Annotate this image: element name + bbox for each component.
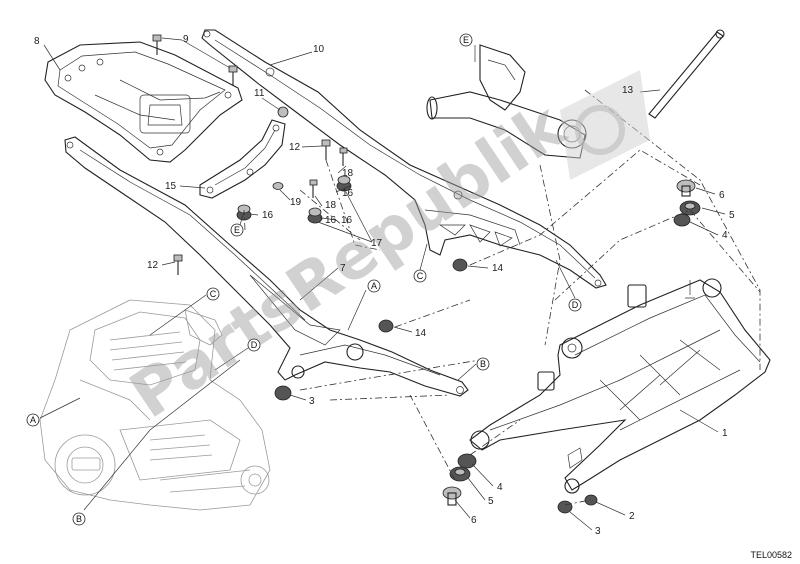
ref-marker-b-upper: B bbox=[476, 357, 490, 371]
svg-text:E: E bbox=[234, 225, 240, 235]
callout-4-bottom: 4 bbox=[497, 482, 503, 493]
callout-3-left: 3 bbox=[309, 396, 315, 407]
callout-3-bottom: 3 bbox=[595, 526, 601, 537]
hardware-parts bbox=[152, 34, 701, 514]
ref-marker-c-upper: C bbox=[413, 269, 427, 283]
callout-11: 11 bbox=[254, 88, 265, 99]
callout-16-d: 16 bbox=[341, 215, 353, 226]
watermark-logo: PartsRepublik bbox=[118, 70, 650, 433]
callout-16-c: 16 bbox=[325, 215, 337, 226]
callout-19: 19 bbox=[290, 197, 302, 208]
callout-18-b: 18 bbox=[325, 200, 337, 211]
callout-2: 2 bbox=[629, 511, 635, 522]
ref-marker-c-lower: C bbox=[206, 287, 220, 301]
ref-marker-d-lower: D bbox=[247, 338, 261, 352]
callout-16-b: 16 bbox=[342, 188, 354, 199]
callout-5-top: 5 bbox=[729, 210, 735, 221]
svg-text:C: C bbox=[417, 271, 424, 281]
svg-text:B: B bbox=[480, 359, 486, 369]
upper-frame-rail bbox=[201, 29, 607, 289]
assembly-guide-lines bbox=[243, 89, 761, 506]
callout-16-a: 16 bbox=[262, 210, 274, 221]
leader-lines bbox=[43, 37, 726, 531]
main-frame bbox=[469, 278, 771, 494]
callout-12-bottom: 12 bbox=[147, 260, 159, 271]
ref-marker-e-top: E bbox=[459, 33, 473, 47]
callout-10: 10 bbox=[313, 44, 325, 55]
pivot-shaft bbox=[648, 29, 725, 119]
svg-text:D: D bbox=[572, 300, 579, 310]
ref-marker-e-left: E bbox=[230, 223, 244, 237]
callout-6-bottom: 6 bbox=[471, 515, 477, 526]
callout-14-a: 14 bbox=[492, 263, 504, 274]
callout-6-top: 6 bbox=[719, 190, 725, 201]
callout-1: 1 bbox=[722, 428, 728, 439]
reference-markers: E E C D A B C D bbox=[26, 33, 582, 526]
engine-outline bbox=[39, 299, 271, 511]
svg-text:D: D bbox=[251, 340, 258, 350]
callout-8: 8 bbox=[34, 36, 40, 47]
callout-4-top: 4 bbox=[722, 230, 728, 241]
callout-7: 7 bbox=[340, 263, 346, 274]
svg-text:C: C bbox=[210, 289, 217, 299]
ref-marker-b-lower: B bbox=[72, 512, 86, 526]
bracket-part-15 bbox=[199, 119, 286, 199]
callout-17: 17 bbox=[371, 238, 383, 249]
ref-marker-a-upper: A bbox=[367, 279, 381, 293]
ref-marker-a-lower: A bbox=[26, 413, 40, 427]
callout-13: 13 bbox=[622, 85, 634, 96]
drawing-code: TEL00582 bbox=[750, 550, 792, 560]
grab-rail bbox=[44, 41, 243, 163]
callout-5-bottom: 5 bbox=[488, 496, 494, 507]
svg-text:B: B bbox=[76, 514, 82, 524]
svg-text:A: A bbox=[371, 281, 377, 291]
callout-18-a: 18 bbox=[342, 168, 354, 179]
callout-15: 15 bbox=[165, 181, 177, 192]
callout-labels: 8 9 10 11 12 12 15 16 16 16 16 17 18 18 … bbox=[34, 34, 735, 537]
callout-9: 9 bbox=[183, 34, 189, 45]
rear-subframe bbox=[64, 136, 469, 397]
callout-14-b: 14 bbox=[415, 328, 427, 339]
ref-marker-d-upper: D bbox=[568, 298, 582, 312]
reference-arrows bbox=[39, 45, 576, 511]
svg-text:E: E bbox=[463, 35, 469, 45]
callout-12-top: 12 bbox=[289, 142, 301, 153]
svg-text:A: A bbox=[30, 415, 36, 425]
